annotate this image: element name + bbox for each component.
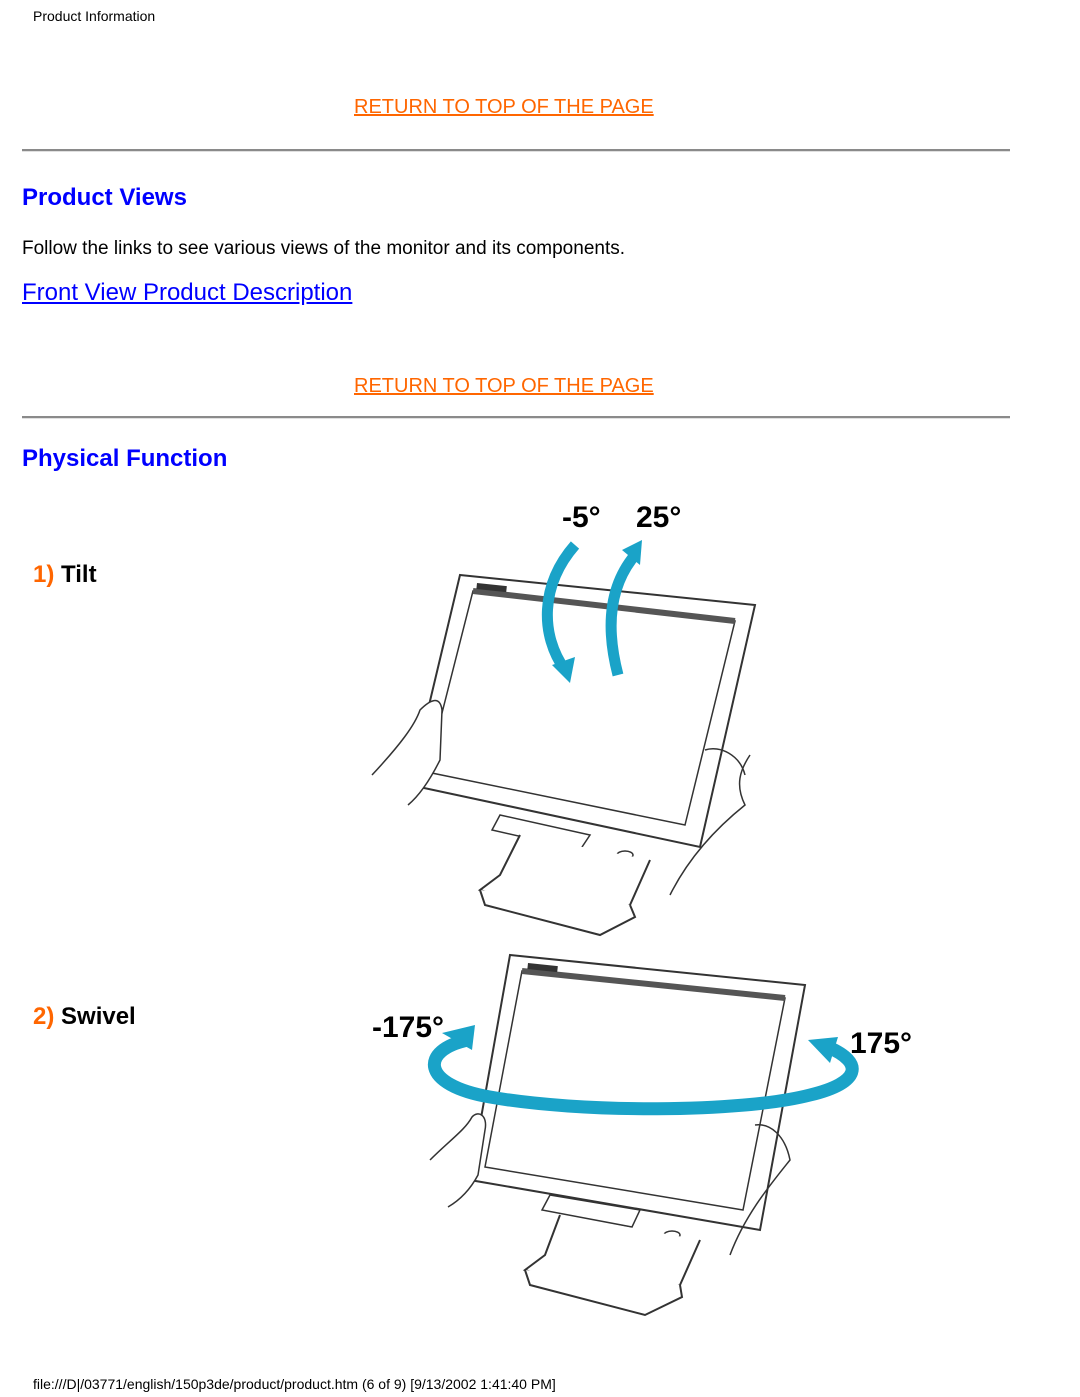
tilt-angle-max: 25°	[636, 501, 681, 534]
tilt-up-arrow-icon	[605, 551, 640, 677]
swivel-label: 2) Swivel	[33, 1003, 136, 1031]
return-to-top-link[interactable]: RETURN TO TOP OF THE PAGE	[354, 96, 654, 118]
tilt-number: 1)	[33, 561, 55, 588]
product-views-description: Follow the links to see various views of…	[22, 238, 626, 259]
divider-2	[22, 416, 1010, 419]
footer-file-path: file:///D|/03771/english/150p3de/product…	[33, 1376, 556, 1392]
swivel-ring-arrow-icon	[427, 1033, 859, 1116]
divider	[22, 149, 1010, 152]
swivel-angle-max: 175°	[850, 1027, 912, 1060]
swivel-angle-min: -175°	[372, 1011, 444, 1044]
tilt-illustration: -5° 25°	[371, 501, 757, 937]
swivel-text: Swivel	[61, 1003, 136, 1030]
front-view-product-description-link[interactable]: Front View Product Description	[22, 279, 353, 306]
page-header-title: Product Information	[33, 8, 156, 24]
tilt-label: 1) Tilt	[33, 561, 97, 589]
tilt-angle-min: -5°	[562, 501, 601, 534]
swivel-right-arrowhead-icon	[808, 1037, 838, 1063]
swivel-number: 2)	[33, 1003, 55, 1030]
return-to-top-link-2[interactable]: RETURN TO TOP OF THE PAGE	[354, 375, 654, 397]
tilt-text: Tilt	[61, 561, 97, 588]
swivel-illustration: -175° 175°	[372, 953, 912, 1317]
swivel-left-arrowhead-icon	[442, 1025, 475, 1050]
product-views-heading: Product Views	[22, 184, 187, 211]
physical-function-heading: Physical Function	[22, 445, 228, 472]
tilt-down-arrow-icon	[541, 541, 580, 674]
